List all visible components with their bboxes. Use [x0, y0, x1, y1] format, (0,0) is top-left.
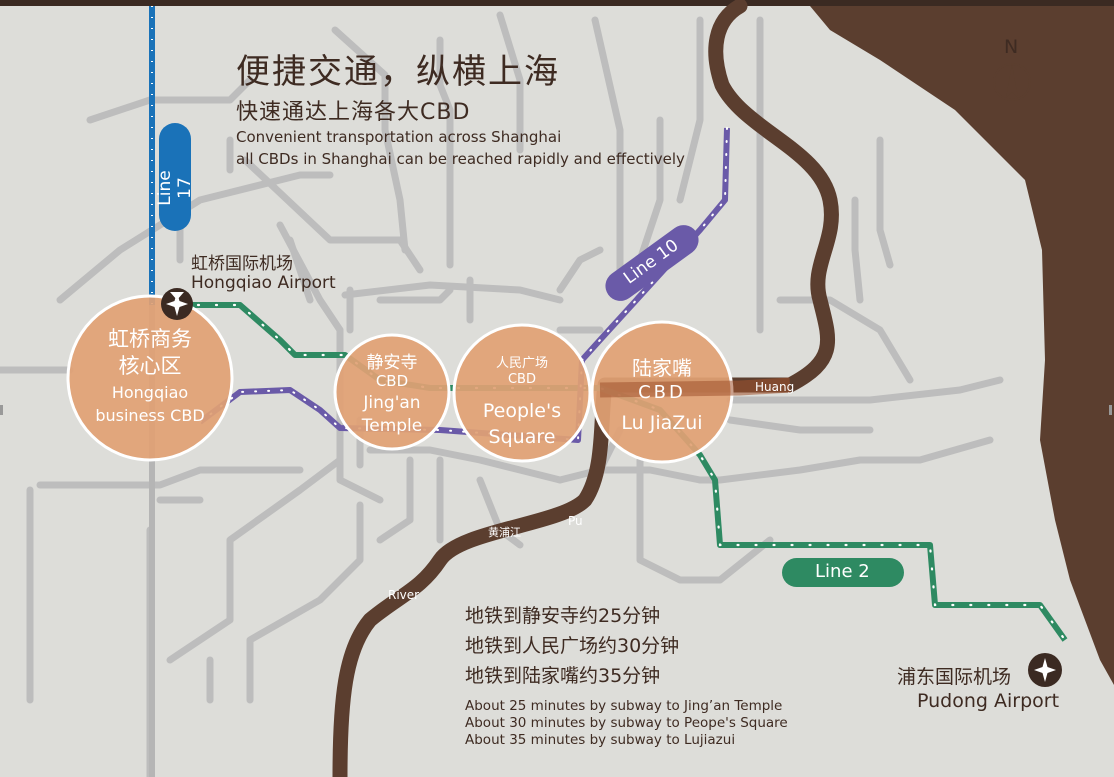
peoples-cbd-en2: Square: [488, 426, 556, 448]
hongqiao-cbd-en1: Hongqiao: [111, 383, 189, 402]
cbd-circle-hongqiao: [66, 294, 234, 462]
hongqiao-airport-icon: [161, 288, 193, 320]
pudong-airport-icon: [1028, 653, 1062, 687]
line-10-pill: [605, 225, 699, 301]
subtitle-en-1: Convenient transportation across Shangha…: [236, 128, 562, 146]
travel-time-cn-lujiazui: 地铁到陆家嘴约35分钟: [465, 665, 661, 687]
line-17-label: Line 17: [155, 170, 195, 206]
river-label-cn: 黄浦江: [488, 526, 521, 539]
top-bar: [0, 0, 1114, 6]
subtitle-cn: 快速通达上海各大CBD: [236, 100, 471, 125]
travel-time-cn-peoples: 地铁到人民广场约30分钟: [465, 635, 680, 657]
peoples-cbd-cn1: 人民广场: [495, 356, 548, 371]
cbd-circles: [66, 294, 734, 464]
cbd-circle-jingan: [333, 333, 451, 451]
lujiazui-cbd-cn2: CBD: [638, 382, 686, 403]
pudong-airport-en: Pudong Airport: [917, 690, 1060, 712]
river-overlay: [599, 377, 791, 398]
river-label-river: River: [388, 588, 420, 602]
river-label-pu: Pu: [568, 514, 583, 528]
pudong-land-area: [810, 6, 1114, 685]
hongqiao-cbd-en2: business CBD: [95, 406, 205, 425]
hongqiao-cbd-cn1: 虹桥商务: [108, 327, 192, 351]
peoples-cbd-cn2: CBD: [507, 372, 536, 387]
cbd-circle-peoples-square: [452, 323, 592, 463]
hongqiao-airport-en: Hongqiao Airport: [191, 273, 336, 293]
hongqiao-cbd-cn2: 核心区: [118, 354, 182, 378]
line-17-pill: [159, 123, 191, 231]
compass-icon: [993, 63, 1031, 101]
travel-time-en-peoples: About 30 minutes by subway to Peope's Sq…: [465, 715, 788, 731]
left-edge-marker: [0, 405, 3, 415]
line-2-pill: [782, 558, 904, 587]
lujiazui-cbd-cn1: 陆家嘴: [632, 356, 692, 380]
travel-time-en-jingan: About 25 minutes by subway to Jing’an Te…: [465, 698, 783, 714]
river-label-huang: Huang: [755, 380, 795, 394]
page-title: 便捷交通，纵横上海: [236, 52, 560, 92]
jingan-cbd-cn1: 静安寺: [366, 353, 418, 373]
travel-time-en-lujiazui: About 35 minutes by subway to Lujiazui: [465, 732, 736, 748]
jingan-cbd-cn2: CBD: [375, 372, 409, 390]
travel-time-cn-jingan: 地铁到静安寺约25分钟: [465, 605, 661, 627]
lujiazui-cbd-en1: Lu JiaZui: [621, 412, 703, 434]
line-2-label: Line 2: [815, 561, 870, 582]
compass-label: N: [1004, 36, 1019, 58]
subtitle-en-2: all CBDs in Shanghai can be reached rapi…: [236, 150, 685, 168]
pudong-airport-cn: 浦东国际机场: [897, 666, 1012, 688]
jingan-cbd-en1: Jing'an: [363, 393, 421, 413]
right-edge-marker: [1109, 405, 1112, 415]
jingan-cbd-en2: Temple: [361, 416, 423, 436]
peoples-cbd-en1: People's: [482, 400, 562, 422]
hongqiao-airport-cn: 虹桥国际机场: [191, 254, 293, 274]
